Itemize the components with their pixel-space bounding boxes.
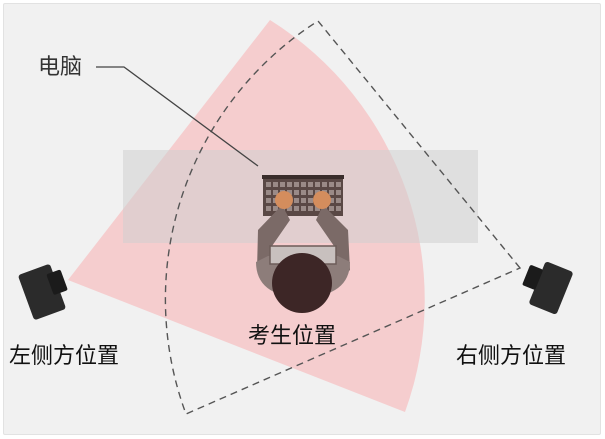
keyboard-key xyxy=(329,190,334,195)
keyboard-key xyxy=(329,182,334,187)
keyboard-key xyxy=(287,206,292,211)
candidate-position-label: 考生位置 xyxy=(248,324,337,349)
keyboard-key xyxy=(266,190,271,195)
right-camera-icon xyxy=(522,261,573,315)
keyboard-key xyxy=(266,182,271,187)
keyboard-key xyxy=(336,190,341,195)
computer-leader-line xyxy=(96,66,259,167)
keyboard-key xyxy=(273,206,278,211)
right-side-position-label: 右侧方位置 xyxy=(456,344,567,369)
keyboard-key xyxy=(294,198,299,203)
keyboard-key xyxy=(266,206,271,211)
keyboard-key xyxy=(287,190,292,195)
left-side-position-label: 左侧方位置 xyxy=(9,344,120,369)
keyboard-key xyxy=(294,182,299,187)
keyboard-key xyxy=(329,198,334,203)
keyboard-key xyxy=(280,182,285,187)
keyboard-key xyxy=(273,190,278,195)
keyboard-key xyxy=(308,206,313,211)
keyboard-key xyxy=(301,182,306,187)
keyboard-key xyxy=(301,198,306,203)
keyboard-icon xyxy=(262,175,344,216)
keyboard-key xyxy=(266,198,271,203)
keyboard-key xyxy=(294,206,299,211)
keyboard-key xyxy=(322,182,327,187)
keyboard-key xyxy=(273,182,278,187)
keyboard-key xyxy=(336,182,341,187)
keyboard-key xyxy=(294,190,299,195)
keyboard-key xyxy=(336,206,341,211)
keyboard-key xyxy=(301,190,306,195)
computer-label: 电脑 xyxy=(38,55,83,80)
keyboard-key xyxy=(308,182,313,187)
left-camera-icon xyxy=(18,264,68,320)
person-top-view-icon xyxy=(256,191,350,313)
keyboard-key xyxy=(308,198,313,203)
keyboard-key xyxy=(308,190,313,195)
keyboard-key xyxy=(315,182,320,187)
keyboard-key xyxy=(301,206,306,211)
right-camera-field-of-view xyxy=(164,20,522,415)
keyboard-key xyxy=(336,198,341,203)
keyboard-key xyxy=(287,182,292,187)
keyboard-key xyxy=(329,206,334,211)
keyboard-key xyxy=(315,206,320,211)
